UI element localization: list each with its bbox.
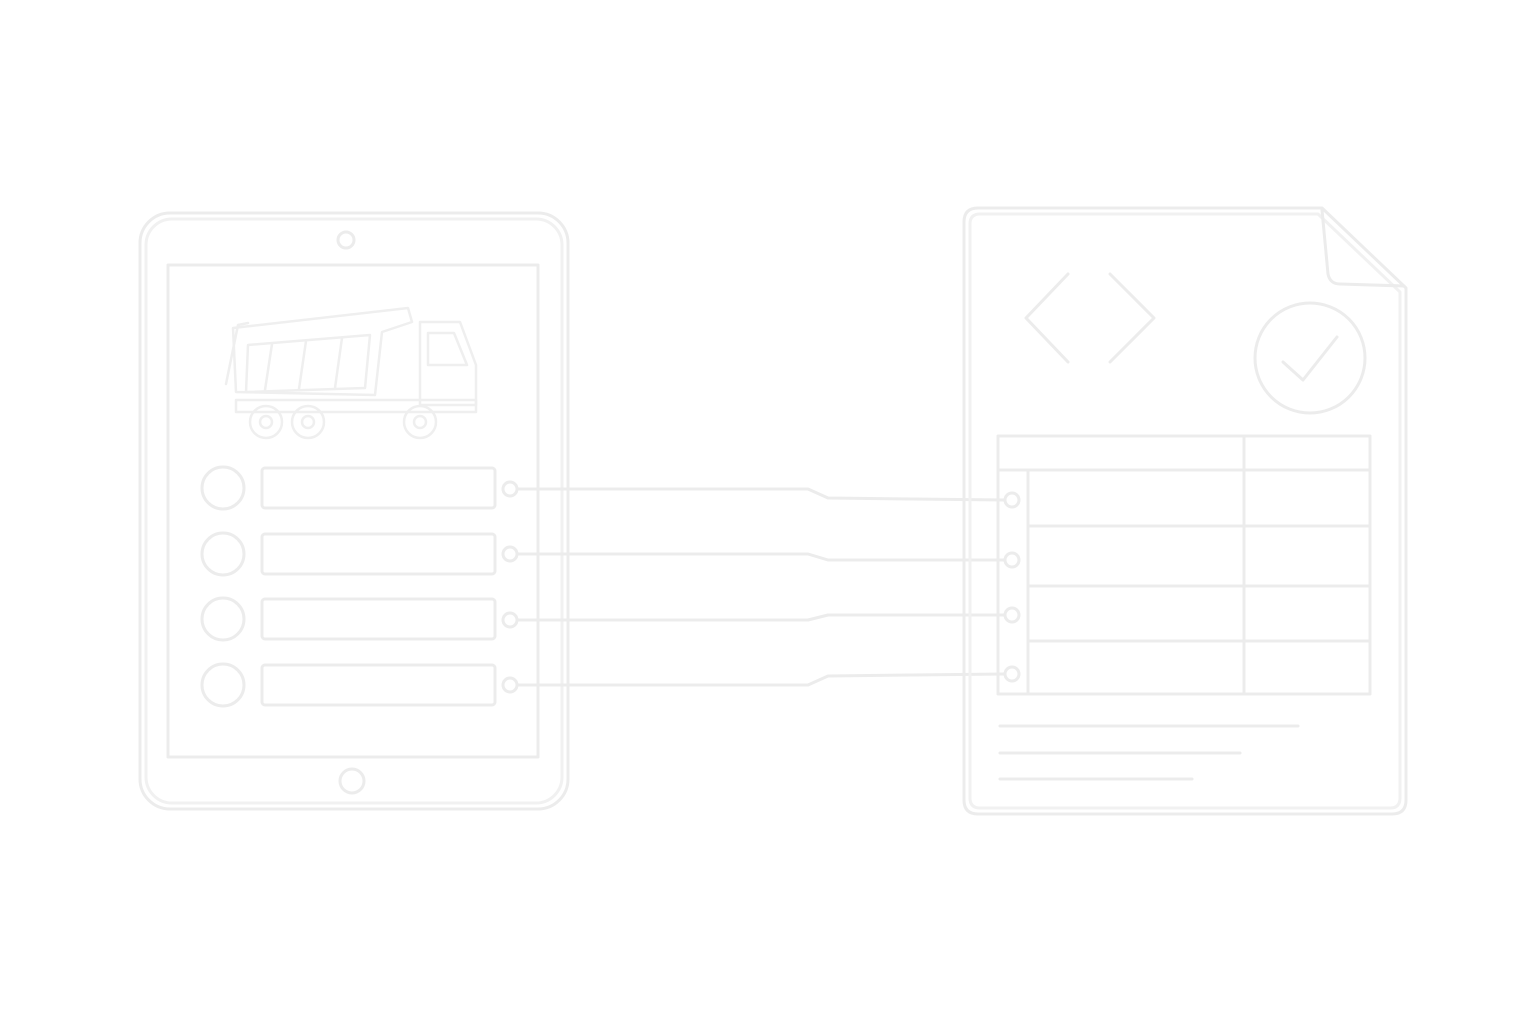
connector-port — [1003, 551, 1021, 569]
tablet-frame-inner — [144, 217, 564, 805]
connector-port — [1003, 665, 1021, 683]
document-fold — [1320, 208, 1406, 288]
tablet-screen — [166, 263, 540, 759]
form-radio — [200, 662, 246, 708]
document-page-inner — [968, 212, 1402, 810]
connector-line — [515, 487, 1007, 502]
code-brackets-icon — [1024, 272, 1156, 364]
connector-port — [501, 545, 519, 563]
connector-port — [501, 480, 519, 498]
tablet-form-row — [200, 596, 519, 642]
connector-port — [501, 676, 519, 694]
tablet-home-button — [338, 767, 366, 795]
document-text-lines — [998, 724, 1300, 781]
connector-port — [501, 611, 519, 629]
form-field — [260, 663, 497, 707]
connector-line — [515, 672, 1007, 687]
form-field — [260, 597, 497, 641]
tablet-form-row — [200, 662, 519, 708]
connector-line — [515, 613, 1007, 622]
form-radio — [200, 596, 246, 642]
connector-port — [1003, 491, 1021, 509]
tablet-form-row — [200, 465, 519, 511]
dump-truck-icon — [224, 306, 478, 440]
connector-port — [1003, 606, 1021, 624]
document — [962, 206, 1408, 816]
tablet-frame — [138, 211, 570, 811]
form-field — [260, 532, 497, 576]
connector-lines — [515, 487, 1007, 687]
form-field — [260, 466, 497, 510]
tablet-camera — [336, 230, 356, 250]
tablet-device — [138, 211, 570, 811]
checkmark-circle-icon — [1253, 301, 1367, 415]
document-page — [962, 206, 1408, 816]
form-radio — [200, 531, 246, 577]
connector-line — [515, 552, 1007, 562]
document-table — [996, 434, 1372, 696]
tablet-form-row — [200, 531, 519, 577]
form-radio — [200, 465, 246, 511]
table-row-ports — [1003, 491, 1021, 683]
